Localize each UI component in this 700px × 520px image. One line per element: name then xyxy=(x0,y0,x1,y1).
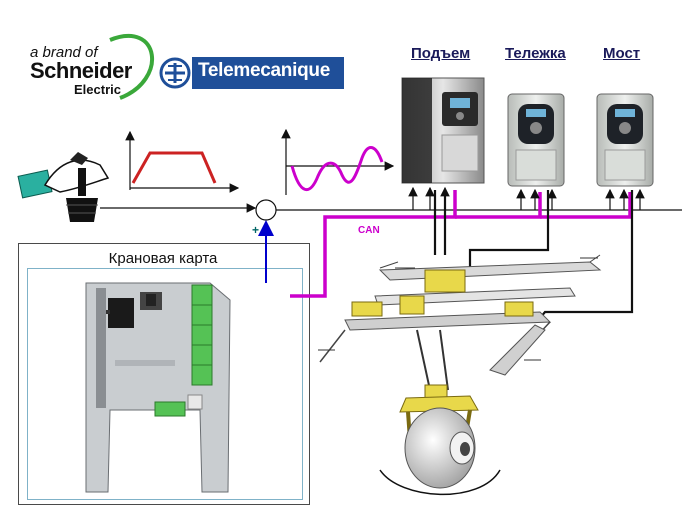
can-bus-line xyxy=(290,190,457,298)
schneider-logo-subtext: Electric xyxy=(74,82,121,97)
summing-junction-sign: + xyxy=(252,223,259,237)
telemecanique-emblem-icon xyxy=(159,57,191,89)
coil-load-icon xyxy=(379,384,501,496)
crane-card-inner-frame xyxy=(27,268,303,500)
drive-label-bridge[interactable]: Мост xyxy=(603,45,641,62)
ramp-profile-plot xyxy=(125,130,240,193)
can-bus-trolley-tap xyxy=(455,192,542,219)
oscillation-plot xyxy=(281,128,395,195)
crane-structure-icon xyxy=(318,254,602,376)
drive-label-hoist[interactable]: Подъем xyxy=(411,45,471,62)
drive-input-arrows xyxy=(408,186,645,210)
schneider-logo-text: Schneider xyxy=(30,58,132,83)
crane-card-module-icon xyxy=(85,282,231,493)
schneider-swoosh-icon xyxy=(109,34,155,100)
telemecanique-logo-text: Telemecanique xyxy=(198,60,330,81)
can-bus-bridge-tap xyxy=(540,192,632,219)
bridge-drive-unit[interactable] xyxy=(596,93,654,187)
can-bus-label: CAN xyxy=(358,225,380,236)
crane-card-title: Крановая карта xyxy=(108,250,218,267)
summing-junction-icon xyxy=(255,199,277,221)
drive-label-trolley[interactable]: Тележка xyxy=(505,45,566,62)
hoist-drive-unit[interactable] xyxy=(401,77,485,184)
trolley-drive-unit[interactable] xyxy=(507,93,565,187)
telemecanique-logo-box xyxy=(192,57,344,89)
operator-joystick-icon xyxy=(17,152,110,222)
brand-tagline: a brand of xyxy=(30,44,98,61)
